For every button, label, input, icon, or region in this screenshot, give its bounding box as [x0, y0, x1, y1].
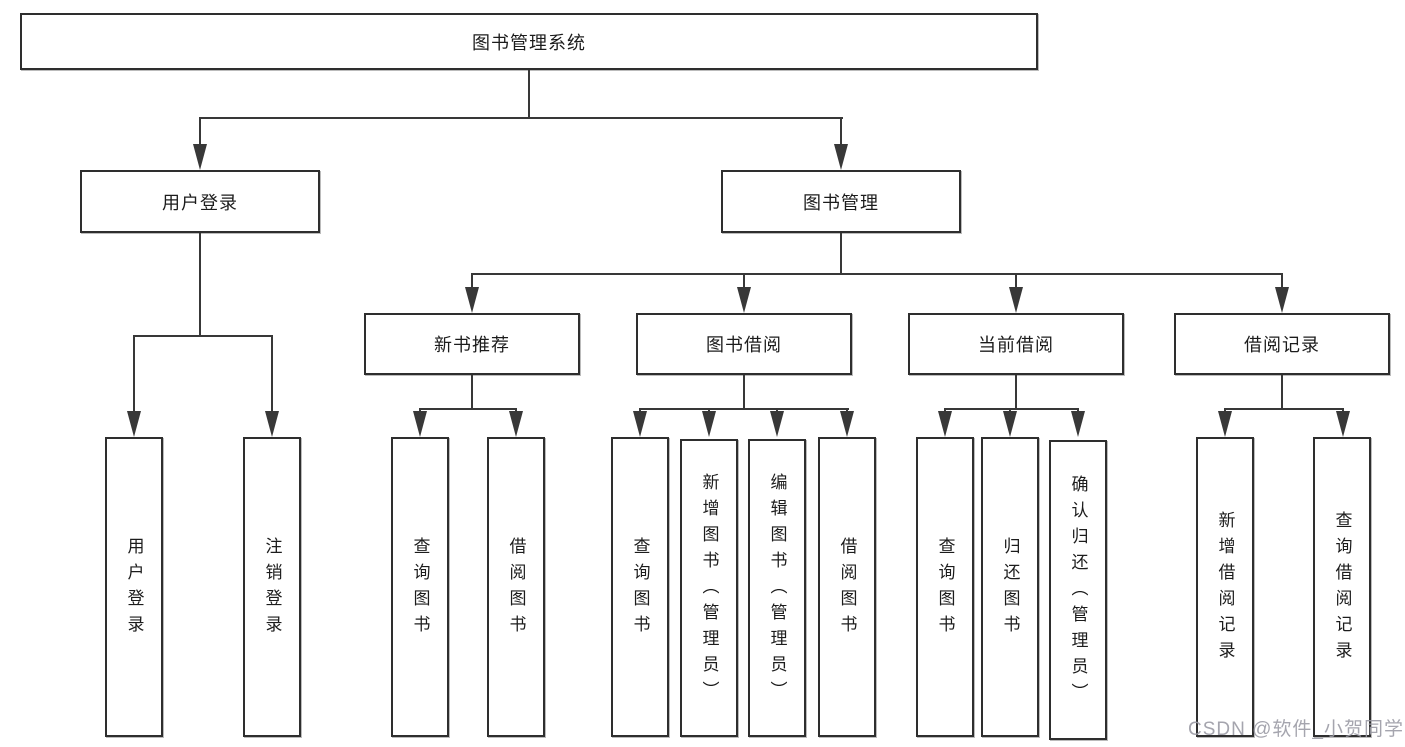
arrow-down-icon	[413, 411, 427, 437]
connector-line	[471, 273, 473, 289]
connector-line	[944, 408, 1079, 410]
connector-line	[199, 117, 843, 119]
connector-line	[1015, 273, 1017, 289]
node-user-login: 用户登录	[80, 170, 320, 233]
node-label: 归还图书	[1000, 537, 1020, 641]
leaf-borrow-books-2: 借阅图书	[818, 437, 876, 737]
connector-line	[199, 117, 201, 146]
node-label: 图书管理系统	[472, 32, 586, 53]
connector-line	[840, 117, 842, 146]
node-label: 查询借阅记录	[1332, 511, 1352, 667]
connector-line	[271, 335, 273, 412]
node-new-book-recommend: 新书推荐	[364, 313, 580, 375]
leaf-add-borrow-record: 新增借阅记录	[1196, 437, 1254, 737]
connector-line	[708, 408, 710, 413]
arrow-down-icon	[509, 411, 523, 437]
leaf-query-borrow-record: 查询借阅记录	[1313, 437, 1371, 737]
node-book-management-system: 图书管理系统	[20, 13, 1038, 70]
node-label: 查询图书	[935, 537, 955, 641]
connector-line	[1281, 375, 1283, 408]
node-label: 借阅图书	[837, 537, 857, 641]
node-borrowing-records: 借阅记录	[1174, 313, 1390, 375]
arrow-down-icon	[193, 144, 207, 170]
arrow-down-icon	[265, 411, 279, 437]
arrow-down-icon	[1275, 287, 1289, 313]
node-label: 新增图书（管理员）	[699, 473, 719, 707]
arrow-down-icon	[737, 287, 751, 313]
connector-line	[133, 335, 273, 337]
connector-line	[846, 408, 848, 413]
arrow-down-icon	[1071, 411, 1085, 437]
connector-line	[776, 408, 778, 413]
arrow-down-icon	[1336, 411, 1350, 437]
node-label: 查询图书	[410, 537, 430, 641]
arrow-down-icon	[840, 411, 854, 437]
arrow-down-icon	[633, 411, 647, 437]
connector-line	[639, 408, 849, 410]
arrow-down-icon	[1003, 411, 1017, 437]
node-label: 借阅图书	[506, 537, 526, 641]
node-label: 查询图书	[630, 537, 650, 641]
node-label: 借阅记录	[1244, 335, 1320, 355]
node-label: 当前借阅	[978, 335, 1054, 355]
node-current-borrowing: 当前借阅	[908, 313, 1124, 375]
node-label: 图书借阅	[706, 335, 782, 355]
connector-line	[639, 408, 641, 413]
leaf-logout: 注销登录	[243, 437, 301, 737]
connector-line	[199, 233, 201, 335]
arrow-down-icon	[770, 411, 784, 437]
connector-line	[1224, 408, 1226, 413]
node-label: 用户登录	[124, 537, 144, 641]
arrow-down-icon	[834, 144, 848, 170]
node-book-management: 图书管理	[721, 170, 961, 233]
arrow-down-icon	[465, 287, 479, 313]
leaf-user-login: 用户登录	[105, 437, 163, 737]
arrow-down-icon	[1009, 287, 1023, 313]
node-label: 图书管理	[803, 192, 879, 213]
connector-line	[1009, 408, 1011, 413]
connector-line	[840, 233, 842, 273]
connector-line	[743, 375, 745, 408]
connector-line	[1342, 408, 1344, 413]
arrow-down-icon	[938, 411, 952, 437]
leaf-query-books-3: 查询图书	[916, 437, 974, 737]
connector-line	[515, 408, 517, 413]
arrow-down-icon	[1218, 411, 1232, 437]
connector-line	[1077, 408, 1079, 413]
node-label: 注销登录	[262, 537, 282, 641]
node-label: 确认归还（管理员）	[1068, 475, 1088, 709]
connector-line	[743, 273, 745, 289]
leaf-query-books-1: 查询图书	[391, 437, 449, 737]
node-label: 用户登录	[162, 192, 238, 213]
connector-line	[944, 408, 946, 413]
node-book-borrowing: 图书借阅	[636, 313, 852, 375]
csdn-watermark: CSDN @软件_小贺同学	[1188, 719, 1404, 740]
connector-line	[419, 408, 421, 413]
connector-line	[1281, 273, 1283, 289]
leaf-edit-book-admin: 编辑图书（管理员）	[748, 439, 806, 737]
connector-line	[419, 408, 517, 410]
connector-line	[1224, 408, 1344, 410]
leaf-confirm-return-admin: 确认归还（管理员）	[1049, 440, 1107, 740]
leaf-return-book: 归还图书	[981, 437, 1039, 737]
node-label: 编辑图书（管理员）	[767, 473, 787, 707]
arrow-down-icon	[127, 411, 141, 437]
leaf-add-book-admin: 新增图书（管理员）	[680, 439, 738, 737]
node-label: 新书推荐	[434, 335, 510, 355]
leaf-borrow-books-1: 借阅图书	[487, 437, 545, 737]
arrow-down-icon	[702, 411, 716, 437]
connector-line	[471, 375, 473, 408]
node-label: 新增借阅记录	[1215, 511, 1235, 667]
connector-line	[133, 335, 135, 412]
connector-line	[528, 70, 530, 117]
connector-line	[471, 273, 1283, 275]
connector-line	[1015, 375, 1017, 408]
leaf-query-books-2: 查询图书	[611, 437, 669, 737]
